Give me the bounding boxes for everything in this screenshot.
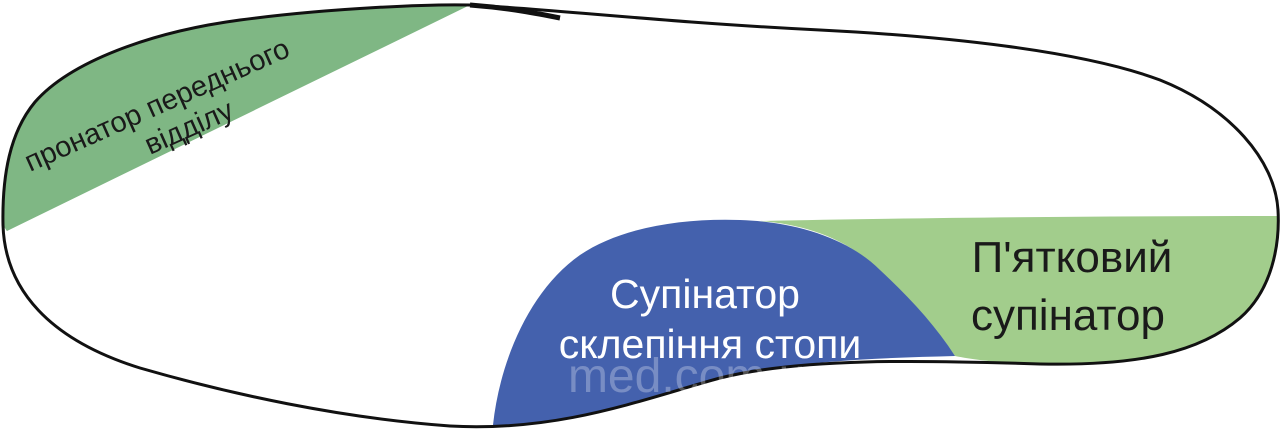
watermark: med.com.ua [568, 350, 832, 403]
insole-outline [1, 3, 1280, 429]
arch-label-line2: склепіння стопи [559, 321, 862, 367]
insole-outline-top-edge [469, 2, 561, 21]
arch-label-line1: Супінатор [610, 271, 800, 317]
arch-supinator-region [493, 219, 955, 426]
heel-supinator-region [760, 216, 1279, 365]
heel-label-line2: супінатор [971, 291, 1165, 340]
heel-label-line1: П'ятковий [972, 233, 1173, 282]
forefoot-pronator-region [2, 4, 470, 231]
